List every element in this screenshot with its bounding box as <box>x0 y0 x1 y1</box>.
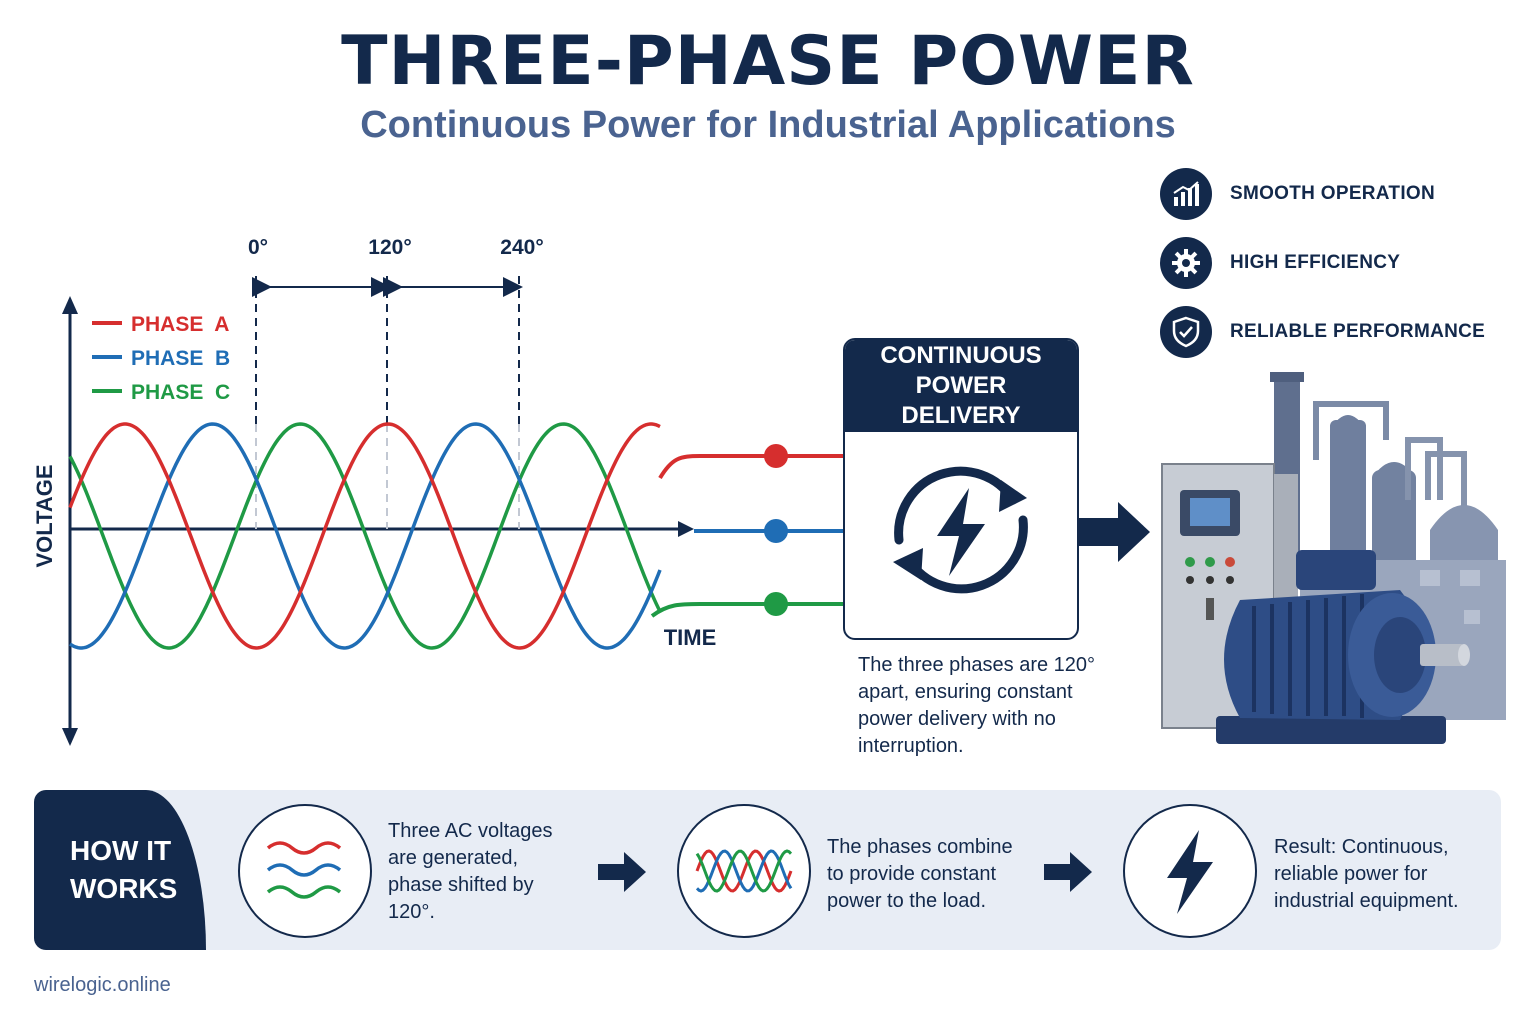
feature-high-efficiency: HIGH EFFICIENCY <box>1160 237 1400 289</box>
bar-chart-icon <box>1160 168 1212 220</box>
legend-label-b: PHASE B <box>131 347 230 370</box>
step-arrow-2-icon <box>1044 852 1092 892</box>
legend-label-c: PHASE C <box>131 381 230 404</box>
phase-c-node <box>764 592 788 616</box>
legend-label-a: PHASE A <box>131 313 229 336</box>
cycle-lightning-icon <box>871 450 1051 614</box>
voltage-axis-arrow-up <box>62 296 78 314</box>
gear-icon <box>1160 237 1212 289</box>
step-2-text: The phases combine to provide constant p… <box>827 836 1013 912</box>
footer-site: wirelogic.online <box>34 974 171 996</box>
step-1-circle <box>238 804 372 938</box>
angle-marker-0: 0° <box>248 236 268 259</box>
feature-label: RELIABLE PERFORMANCE <box>1230 321 1486 342</box>
voltage-axis-arrow-down <box>62 728 78 746</box>
delivery-description: The three phases are 120° apart, ensurin… <box>858 654 1096 757</box>
delivery-box-header: CONTINUOUS POWER DELIVERY <box>845 340 1077 432</box>
feature-label: SMOOTH OPERATION <box>1230 183 1436 204</box>
feature-smooth-operation: SMOOTH OPERATION <box>1160 168 1435 220</box>
step-arrow-1-icon <box>598 852 646 892</box>
phase-a-node <box>764 444 788 468</box>
how-it-works-badge: HOW IT WORKS <box>34 790 206 950</box>
continuous-power-delivery-box: CONTINUOUS POWER DELIVERY <box>843 338 1079 640</box>
phase-b-node <box>764 519 788 543</box>
delivery-box-heading: CONTINUOUS POWER DELIVERY <box>880 342 1042 429</box>
how-it-works-title: HOW IT WORKS <box>70 835 178 904</box>
step-3-text: Result: Continuous, reliable power for i… <box>1274 836 1459 912</box>
industrial-plant-illustration <box>1161 372 1506 744</box>
phase-c-wave <box>68 422 662 650</box>
phase-a-wave <box>68 422 661 650</box>
three-waves-icon <box>266 841 342 899</box>
time-axis-label: TIME <box>664 625 717 650</box>
step-1-text: Three AC voltages are generated, phase s… <box>388 820 553 923</box>
combined-sine-icon <box>695 849 793 893</box>
delivery-arrow-icon <box>1078 502 1150 562</box>
page-title: THREE-PHASE POWER <box>341 22 1195 101</box>
step-3-circle <box>1123 804 1257 938</box>
feature-reliable-performance: RELIABLE PERFORMANCE <box>1160 306 1485 358</box>
angle-marker-240: 240° <box>500 236 543 259</box>
angle-marker-120: 120° <box>368 236 411 259</box>
feature-label: HIGH EFFICIENCY <box>1230 252 1401 273</box>
time-axis-arrow <box>678 521 694 537</box>
page-subtitle: Continuous Power for Industrial Applicat… <box>360 104 1176 146</box>
step-2-circle <box>677 804 811 938</box>
phase-c-output-line <box>650 602 843 618</box>
shield-check-icon <box>1160 306 1212 358</box>
voltage-axis-label: VOLTAGE <box>32 464 57 567</box>
lightning-icon <box>1167 830 1213 914</box>
phase-a-output-line <box>658 454 843 480</box>
